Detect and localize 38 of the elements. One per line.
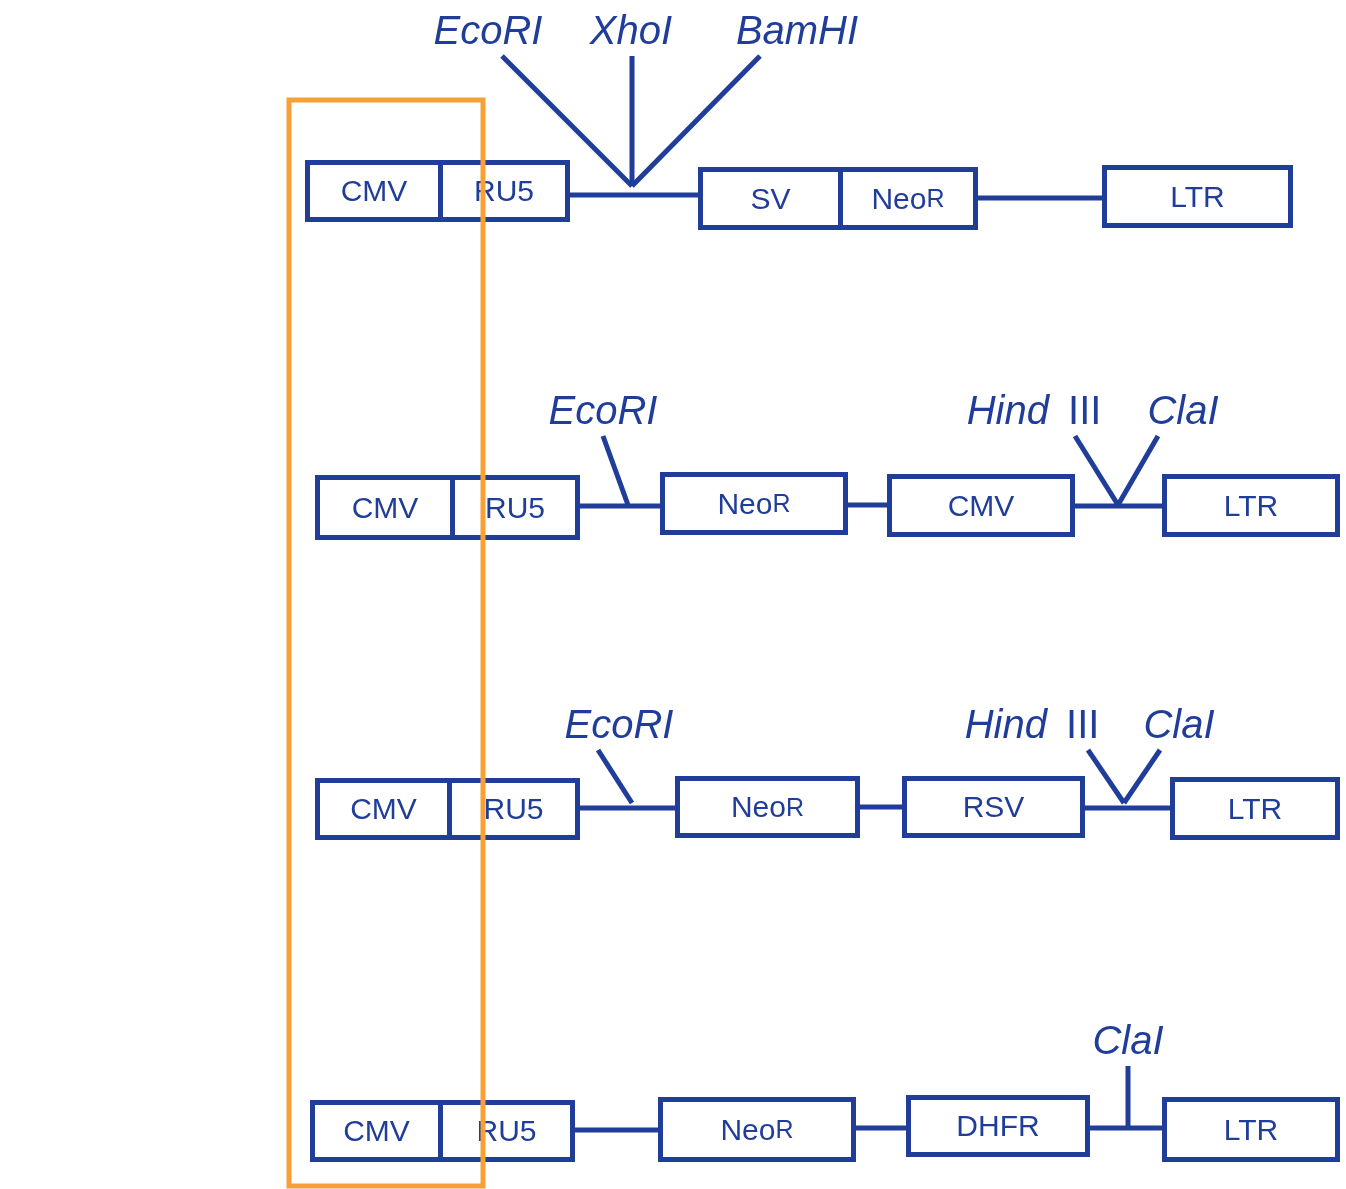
leader-line (1125, 1066, 1131, 1127)
backbone-line (978, 195, 1102, 201)
gene-element-box: LTR (1102, 165, 1293, 228)
restriction-site-label: ClaI (1088, 1016, 1168, 1064)
restriction-site-label: Hind III (960, 700, 1104, 748)
restriction-site-label: BamHI (728, 6, 866, 54)
leader-line (1072, 434, 1121, 507)
backbone-line (1075, 503, 1162, 509)
leader-line (595, 748, 635, 805)
backbone-line (856, 1125, 906, 1131)
leader-line (1085, 748, 1127, 805)
gene-element-box: LTR (1170, 777, 1340, 840)
restriction-site-label: EcoRI (543, 386, 663, 434)
leader-line (1115, 434, 1161, 507)
leader-line (630, 54, 762, 188)
restriction-site-label: Hind III (962, 386, 1106, 434)
backbone-line (848, 502, 887, 508)
gene-element-box: LTR (1162, 474, 1340, 537)
restriction-site-label: EcoRI (428, 6, 548, 54)
backbone-line (580, 503, 660, 509)
gene-element-box: DHFR (906, 1095, 1090, 1157)
gene-element-box: RSV (902, 776, 1085, 838)
leader-line (500, 54, 634, 188)
leader-line (629, 56, 635, 186)
restriction-site-label: ClaI (1138, 700, 1220, 748)
restriction-site-label: ClaI (1143, 386, 1223, 434)
backbone-line (580, 805, 675, 811)
gene-element-box: CMV (887, 474, 1075, 537)
restriction-site-label: XhoI (584, 6, 678, 54)
backbone-line (1090, 1125, 1162, 1131)
backbone-line (570, 192, 698, 198)
backbone-line (860, 804, 902, 810)
restriction-site-label: EcoRI (558, 700, 680, 748)
backbone-line (575, 1127, 658, 1133)
backbone-line (1085, 805, 1170, 811)
gene-element-box: LTR (1162, 1097, 1340, 1162)
leader-line (1121, 748, 1163, 805)
leader-line (600, 435, 631, 506)
